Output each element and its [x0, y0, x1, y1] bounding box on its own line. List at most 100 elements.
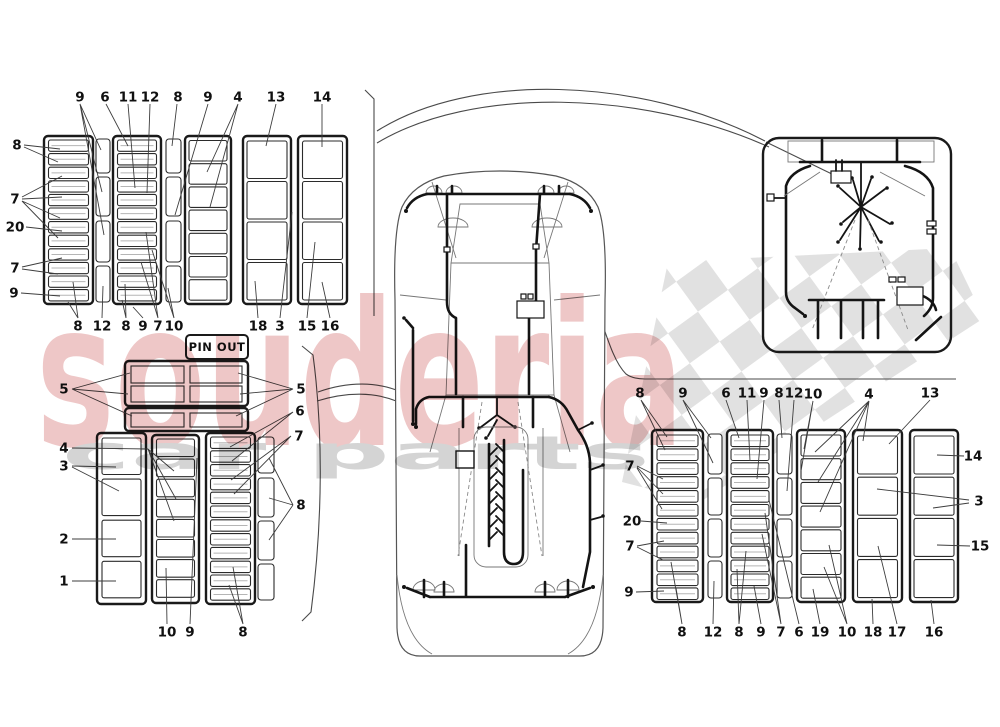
callout-label: 8	[296, 498, 305, 514]
callout-label: 8	[635, 386, 644, 402]
callout-label: 3	[275, 319, 284, 335]
fuse-cell-column	[856, 435, 899, 599]
callout-label: 15	[298, 319, 317, 335]
watermark-subtext: car parts	[62, 426, 650, 480]
callout-label: 4	[233, 90, 242, 106]
fuse-cell-column	[101, 437, 142, 599]
fuse-cell-column	[301, 140, 344, 301]
callout-label: 18	[249, 319, 268, 335]
callout-label: 2	[59, 532, 68, 548]
car-top-view	[394, 170, 606, 657]
pinout-panel: PIN OUT	[123, 334, 250, 433]
callout-label: 4	[59, 441, 68, 457]
callout-label: 7	[776, 625, 785, 641]
watermark: souderia car parts	[36, 260, 684, 493]
callout-label: 9	[75, 90, 84, 106]
callout-label: 19	[811, 625, 830, 641]
fuse-cell-column	[913, 435, 955, 599]
callout-label: 8	[734, 625, 743, 641]
callout-label: 9	[756, 625, 765, 641]
fuse-cell-column	[800, 434, 842, 599]
fuse-cell-column	[246, 140, 288, 301]
callout-label: 9	[9, 286, 18, 302]
callout-label: 8	[121, 319, 130, 335]
callout-label: 7	[294, 429, 303, 445]
callout-label: 20	[623, 514, 642, 530]
callout-label: 20	[6, 220, 25, 236]
callout-label: 8	[238, 625, 247, 641]
pinout-group-labels: 5 5 6 7 8 4 3 2 1 10 9 8	[59, 382, 305, 641]
fuse-cell-column	[188, 139, 228, 301]
callout-label: 12	[704, 625, 723, 641]
callout-label: 1	[59, 574, 68, 590]
callout-label: 8	[12, 138, 21, 154]
callout-label: 15	[971, 539, 990, 555]
callout-label: 8	[173, 90, 182, 106]
callout-label: 10	[165, 319, 184, 335]
callout-label: 7	[625, 539, 634, 555]
callout-label: 7	[10, 261, 19, 277]
rear-fusebox-left-labels: 7 20 7 9	[623, 459, 642, 601]
star-connector-dots	[836, 175, 894, 251]
callout-label: 7	[153, 319, 162, 335]
callout-label: 9	[203, 90, 212, 106]
callout-label: 10	[158, 625, 177, 641]
callout-label: 3	[974, 494, 983, 510]
callout-label: 5	[296, 382, 305, 398]
callout-label: 9	[624, 585, 633, 601]
callout-label: 17	[888, 625, 907, 641]
callout-label: 7	[625, 459, 634, 475]
fuse-cell-column	[656, 434, 699, 601]
callout-label: 9	[678, 386, 687, 402]
callout-label: 9	[138, 319, 147, 335]
callout-label: 12	[93, 319, 112, 335]
callout-label: 14	[313, 90, 332, 106]
connector-strip-column	[707, 433, 723, 599]
callout-label: 10	[804, 387, 823, 403]
callout-label: 7	[10, 192, 19, 208]
callout-label: 6	[794, 625, 803, 641]
harness-connector-box	[455, 450, 475, 469]
dashboard-detail-inset	[761, 136, 953, 354]
callout-label: 4	[864, 387, 873, 403]
fuse-cell-column	[155, 438, 196, 598]
callout-label: 6	[100, 90, 109, 106]
callout-label: 6	[721, 386, 730, 402]
connector-strip-column	[165, 138, 182, 303]
callout-label: 8	[774, 386, 783, 402]
pinout-title: PIN OUT	[189, 340, 246, 354]
connector-strip-column	[776, 433, 793, 599]
callout-label: 8	[677, 625, 686, 641]
callout-label: 14	[964, 449, 983, 465]
connector-strip-column	[257, 436, 275, 601]
callout-label: 5	[59, 382, 68, 398]
callout-label: 9	[185, 625, 194, 641]
watermark-brand-text: souderia	[36, 260, 684, 493]
callout-label: 10	[838, 625, 857, 641]
callout-label: 6	[295, 404, 304, 420]
fuse-cell-column	[47, 139, 90, 302]
callout-label: 12	[141, 90, 160, 106]
callout-label: 11	[738, 386, 757, 402]
callout-label: 9	[759, 386, 768, 402]
rear-fusebox-right-labels: 14 3 15	[964, 449, 990, 555]
callout-label: 13	[921, 386, 940, 402]
fuse-cell-column	[730, 434, 770, 601]
callout-label: 13	[267, 90, 286, 106]
front-fusebox-left-labels: 8 7 20 7 9	[6, 138, 25, 302]
callout-label: 18	[864, 625, 883, 641]
callout-label: 8	[73, 319, 82, 335]
callout-label: 3	[59, 459, 68, 475]
fusebox-bottom-left: 5 5 6 7 8 4 3 2 1 10 9 8	[59, 372, 306, 641]
callout-label: 11	[119, 90, 138, 106]
callout-label: 12	[785, 386, 804, 402]
callout-label: 16	[321, 319, 340, 335]
